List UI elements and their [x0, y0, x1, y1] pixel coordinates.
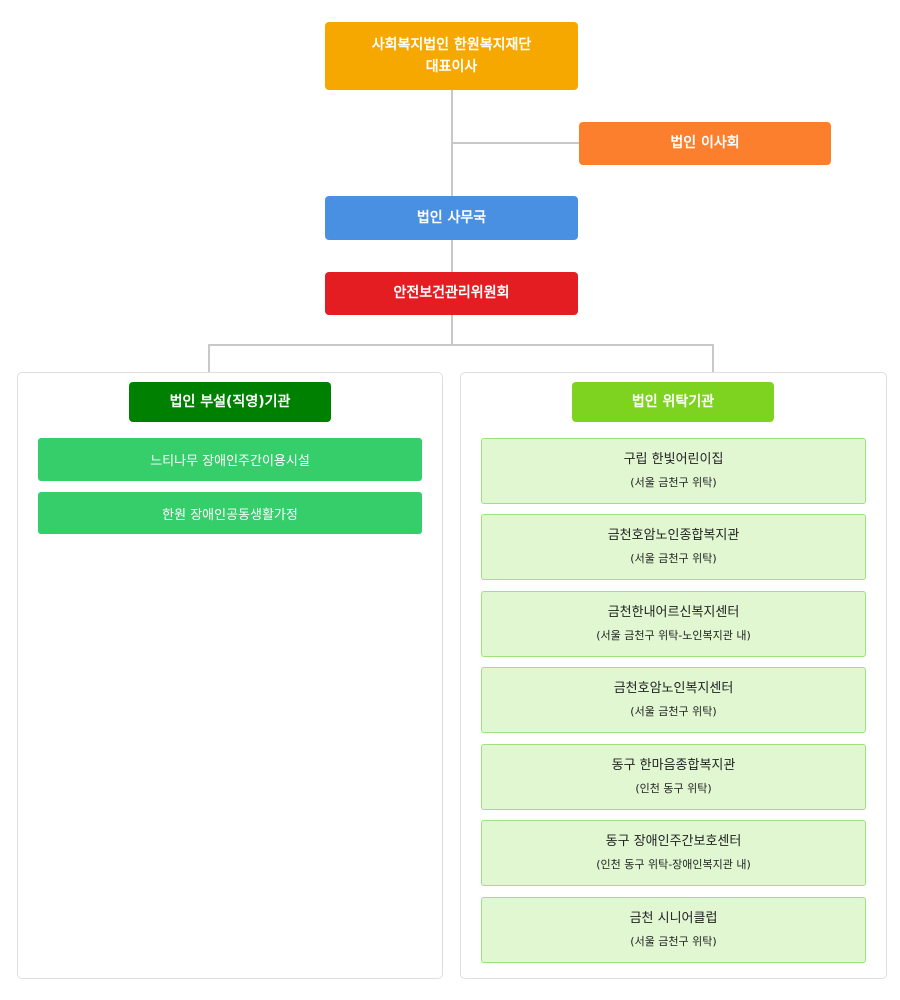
entrusted-item-3: 금천호암노인복지센터 (서울 금천구 위탁) — [481, 667, 866, 733]
entrusted-item-0: 구립 한빛어린이집 (서울 금천구 위탁) — [481, 438, 866, 504]
entrusted-item-4: 동구 한마음종합복지관 (인천 동구 위탁) — [481, 744, 866, 810]
office-label: 법인 사무국 — [416, 209, 487, 226]
entrusted-institutions-title-label: 법인 위탁기관 — [631, 393, 715, 410]
ceo-org-name: 사회복지법인 한원복지재단 — [371, 36, 532, 53]
connector-right-drop — [712, 344, 714, 372]
entrusted-item-note: (서울 금천구 위탁-노인복지관 내) — [596, 628, 751, 642]
entrusted-item-note: (인천 동구 위탁) — [635, 781, 712, 795]
entrusted-item-1: 금천호암노인종합복지관 (서울 금천구 위탁) — [481, 514, 866, 580]
entrusted-item-note: (서울 금천구 위탁) — [630, 934, 717, 948]
direct-institutions-title-label: 법인 부설(직영)기관 — [169, 393, 291, 410]
entrusted-item-name: 금천 시니어클럽 — [629, 911, 718, 927]
entrusted-item-name: 금천호암노인복지센터 — [613, 681, 734, 697]
office-box: 법인 사무국 — [325, 196, 578, 240]
entrusted-item-2: 금천한내어르신복지센터 (서울 금천구 위탁-노인복지관 내) — [481, 591, 866, 657]
safety-committee-label: 안전보건관리위원회 — [393, 285, 510, 302]
entrusted-item-note: (인천 동구 위탁-장애인복지관 내) — [596, 857, 751, 871]
connector-board — [453, 142, 579, 144]
entrusted-item-name: 동구 한마음종합복지관 — [611, 758, 736, 774]
ceo-box: 사회복지법인 한원복지재단 대표이사 — [325, 22, 578, 90]
safety-committee-box: 안전보건관리위원회 — [325, 272, 578, 315]
entrusted-item-name: 구립 한빛어린이집 — [623, 452, 724, 468]
entrusted-institutions-title: 법인 위탁기관 — [572, 382, 774, 422]
connector-ceo-safety — [451, 90, 453, 272]
entrusted-item-name: 동구 장애인주간보호센터 — [605, 834, 742, 850]
entrusted-item-note: (서울 금천구 위탁) — [630, 475, 717, 489]
ceo-title: 대표이사 — [425, 59, 478, 75]
direct-institutions-title: 법인 부설(직영)기관 — [129, 382, 331, 422]
direct-item-1: 한원 장애인공동생활가정 — [38, 492, 422, 534]
direct-item-label: 한원 장애인공동생활가정 — [162, 507, 298, 523]
direct-item-0: 느티나무 장애인주간이용시설 — [38, 438, 422, 481]
board-box: 법인 이사회 — [579, 122, 831, 165]
entrusted-item-5: 동구 장애인주간보호센터 (인천 동구 위탁-장애인복지관 내) — [481, 820, 866, 886]
board-label: 법인 이사회 — [670, 135, 740, 152]
direct-item-label: 느티나무 장애인주간이용시설 — [150, 454, 310, 469]
entrusted-item-name: 금천한내어르신복지센터 — [607, 605, 740, 621]
connector-safety-split — [451, 315, 453, 345]
entrusted-item-note: (서울 금천구 위탁) — [630, 704, 717, 718]
entrusted-item-note: (서울 금천구 위탁) — [630, 551, 717, 565]
entrusted-item-name: 금천호암노인종합복지관 — [607, 528, 740, 544]
connector-left-drop — [208, 344, 210, 372]
connector-horizontal-split — [208, 344, 714, 346]
entrusted-item-6: 금천 시니어클럽 (서울 금천구 위탁) — [481, 897, 866, 963]
